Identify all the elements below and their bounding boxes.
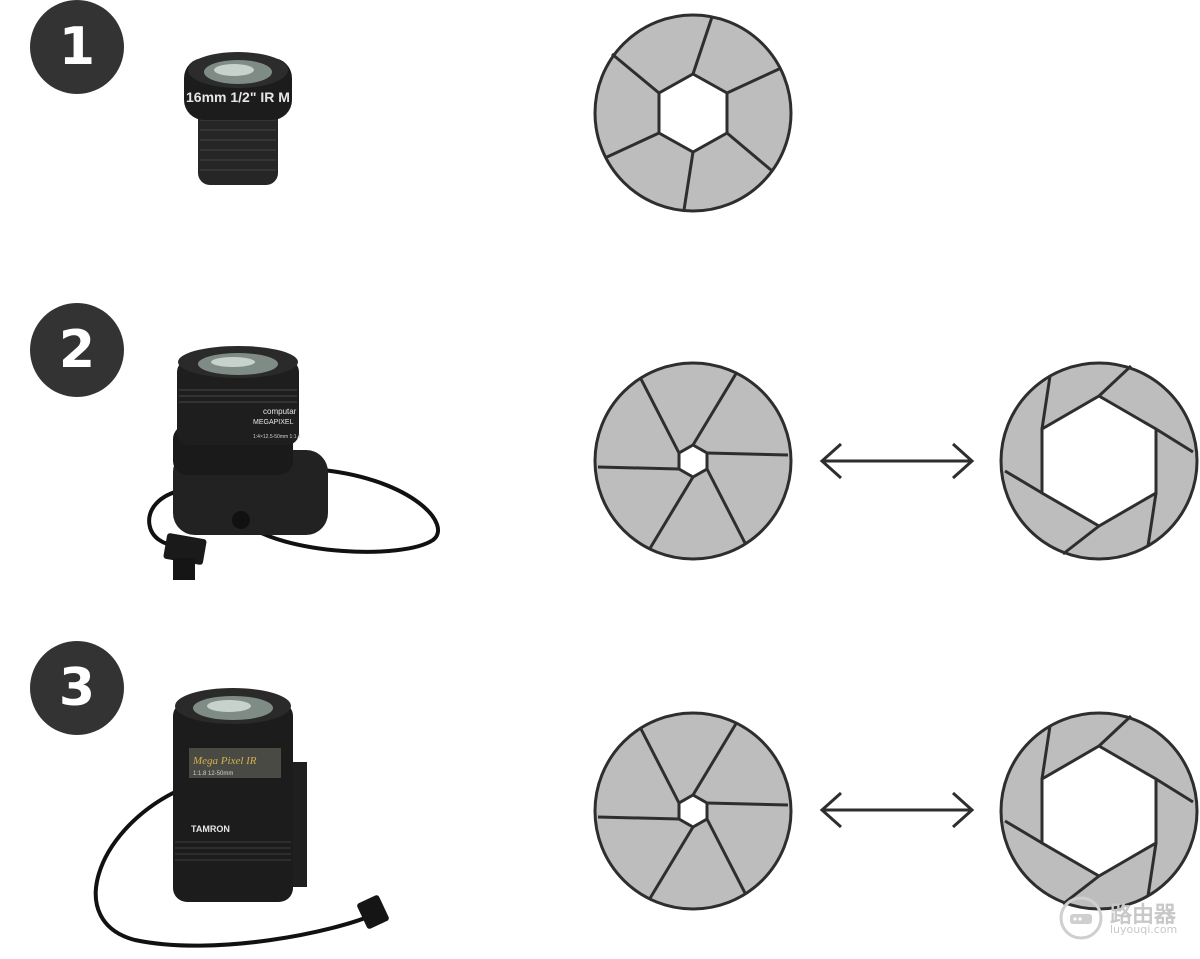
double-arrow-icon — [819, 791, 975, 829]
step-badge-1: 1 — [30, 0, 124, 94]
dc-iris-lens-image: computar MEGAPIXEL 1:4×12.5-50mm 1:1.4 — [147, 346, 440, 580]
step-number: 1 — [58, 17, 96, 77]
lens-series-text: MEGAPIXEL — [253, 419, 294, 426]
step-number: 3 — [58, 658, 96, 718]
lens-brand-text: computar — [263, 407, 297, 416]
fixed-aperture-icon — [593, 13, 793, 213]
step-badge-3: 3 — [30, 641, 124, 735]
aperture-open-icon — [999, 711, 1199, 911]
lens-spec-text: 1:4×12.5-50mm 1:1.4 — [253, 434, 301, 440]
router-logo-icon — [1059, 896, 1103, 940]
p-iris-lens-image: Mega Pixel IR 1:1.8 12-50mm TAMRON — [93, 688, 389, 948]
aperture-closed-icon — [593, 361, 793, 561]
lens-brand-text: TAMRON — [191, 824, 230, 834]
fixed-lens-image: 16mm 1/2" IR M — [184, 52, 292, 185]
aperture-closed-icon — [593, 711, 793, 911]
step-badge-2: 2 — [30, 303, 124, 397]
lens-series-text: Mega Pixel IR — [192, 755, 257, 767]
step-number: 2 — [58, 320, 96, 380]
double-arrow-icon — [819, 442, 975, 480]
lens-label-text: 16mm 1/2" IR M — [186, 89, 290, 105]
aperture-open-icon — [999, 361, 1199, 561]
watermark: 路由器 luyouqi.com — [1058, 893, 1193, 943]
watermark-sub-text: luyouqi.com — [1110, 923, 1178, 936]
watermark-main-text: 路由器 — [1110, 903, 1177, 928]
lens-spec-text: 1:1.8 12-50mm — [193, 771, 233, 777]
